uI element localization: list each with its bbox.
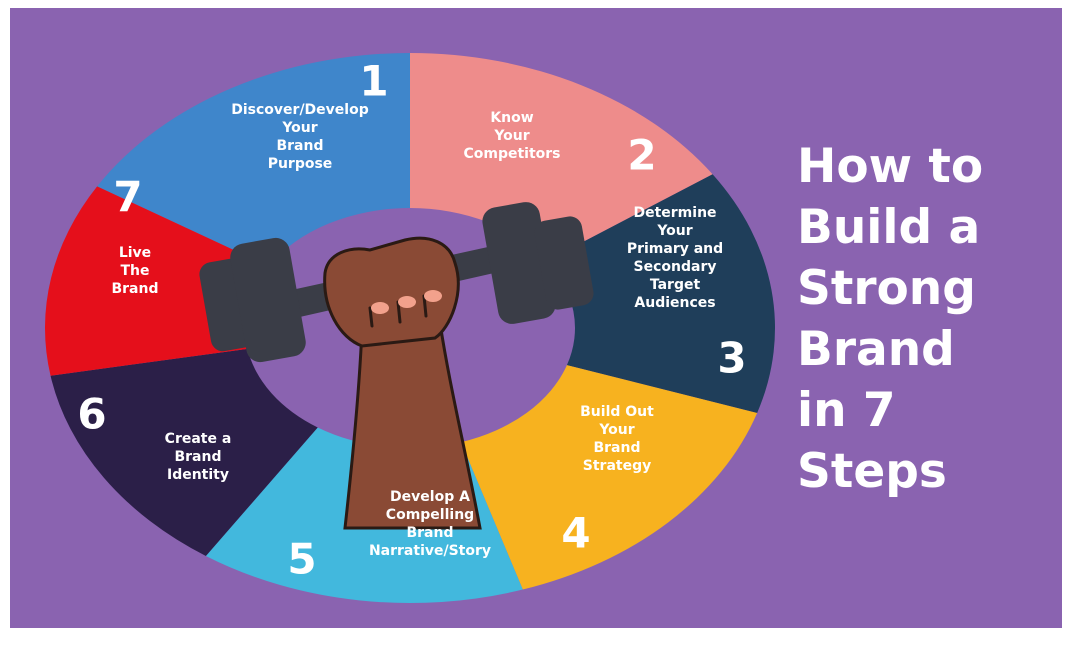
step-label-line: Identity	[167, 467, 229, 483]
headline-line: Strong	[797, 261, 976, 316]
step-label-line: Brand	[111, 281, 158, 297]
step-1-segment	[97, 53, 410, 267]
fingernail	[371, 302, 389, 314]
headline-line: Brand	[797, 322, 955, 377]
step-label-line: Your	[493, 128, 529, 144]
step-label-line: Brand	[406, 525, 453, 541]
dumbbell-left-inner-plate	[230, 237, 306, 363]
step-6-number: 6	[77, 390, 106, 439]
step-label-line: Build Out	[580, 404, 654, 420]
dumbbell-right-outer-plate	[534, 216, 594, 310]
step-label-line: Purpose	[268, 156, 333, 172]
step-5-number: 5	[287, 535, 316, 584]
step-label-line: Determine	[633, 205, 716, 221]
step-label-line: Your	[598, 422, 634, 438]
step-7-number: 7	[113, 173, 142, 222]
step-label-line: The	[120, 263, 149, 279]
step-label-line: Your	[281, 120, 317, 136]
dumbbell-arm-illustration	[199, 202, 594, 530]
headline-line: How to	[797, 139, 984, 194]
step-label-line: Create a	[165, 431, 232, 447]
step-6-segment	[50, 348, 318, 556]
step-label-line: Compelling	[386, 507, 474, 523]
step-label-line: Narrative/Story	[369, 543, 491, 559]
step-label-line: Discover/Develop	[231, 102, 368, 118]
step-2-number: 2	[627, 131, 656, 180]
arm-shape	[343, 321, 482, 530]
step-label-line: Primary and	[627, 241, 723, 257]
headline-line: Steps	[797, 444, 947, 499]
step-label-line: Live	[119, 245, 151, 261]
knuckle-line	[368, 306, 374, 328]
step-label-line: Brand	[593, 440, 640, 456]
step-label-line: Strategy	[583, 458, 651, 474]
knuckle-line	[422, 294, 428, 318]
step-label-line: Secondary	[634, 259, 717, 275]
step-1-number: 1	[359, 57, 388, 106]
step-label-line: Brand	[276, 138, 323, 154]
step-label-line: Develop A	[390, 489, 470, 505]
step-4-number: 4	[561, 509, 590, 558]
step-label-line: Your	[656, 223, 692, 239]
step-label-line: Competitors	[463, 146, 560, 162]
step-3-number: 3	[717, 334, 746, 383]
step-label-line: Know	[490, 110, 533, 126]
step-2-segment	[410, 53, 713, 261]
fingernail	[424, 290, 442, 302]
knuckle-line	[396, 300, 402, 324]
headline-line: Build a	[797, 200, 981, 255]
step-3-segment	[546, 174, 775, 413]
step-label-line: Target	[650, 277, 701, 293]
step-label-line: Brand	[174, 449, 221, 465]
step-label-line: Audiences	[634, 295, 715, 311]
headline-line: in 7	[797, 383, 896, 438]
fist-shape	[323, 236, 460, 348]
headline-title: How to Build a Strong Brand in 7 Steps	[797, 136, 1057, 502]
step-4-segment	[460, 365, 758, 590]
fingernail	[398, 296, 416, 308]
